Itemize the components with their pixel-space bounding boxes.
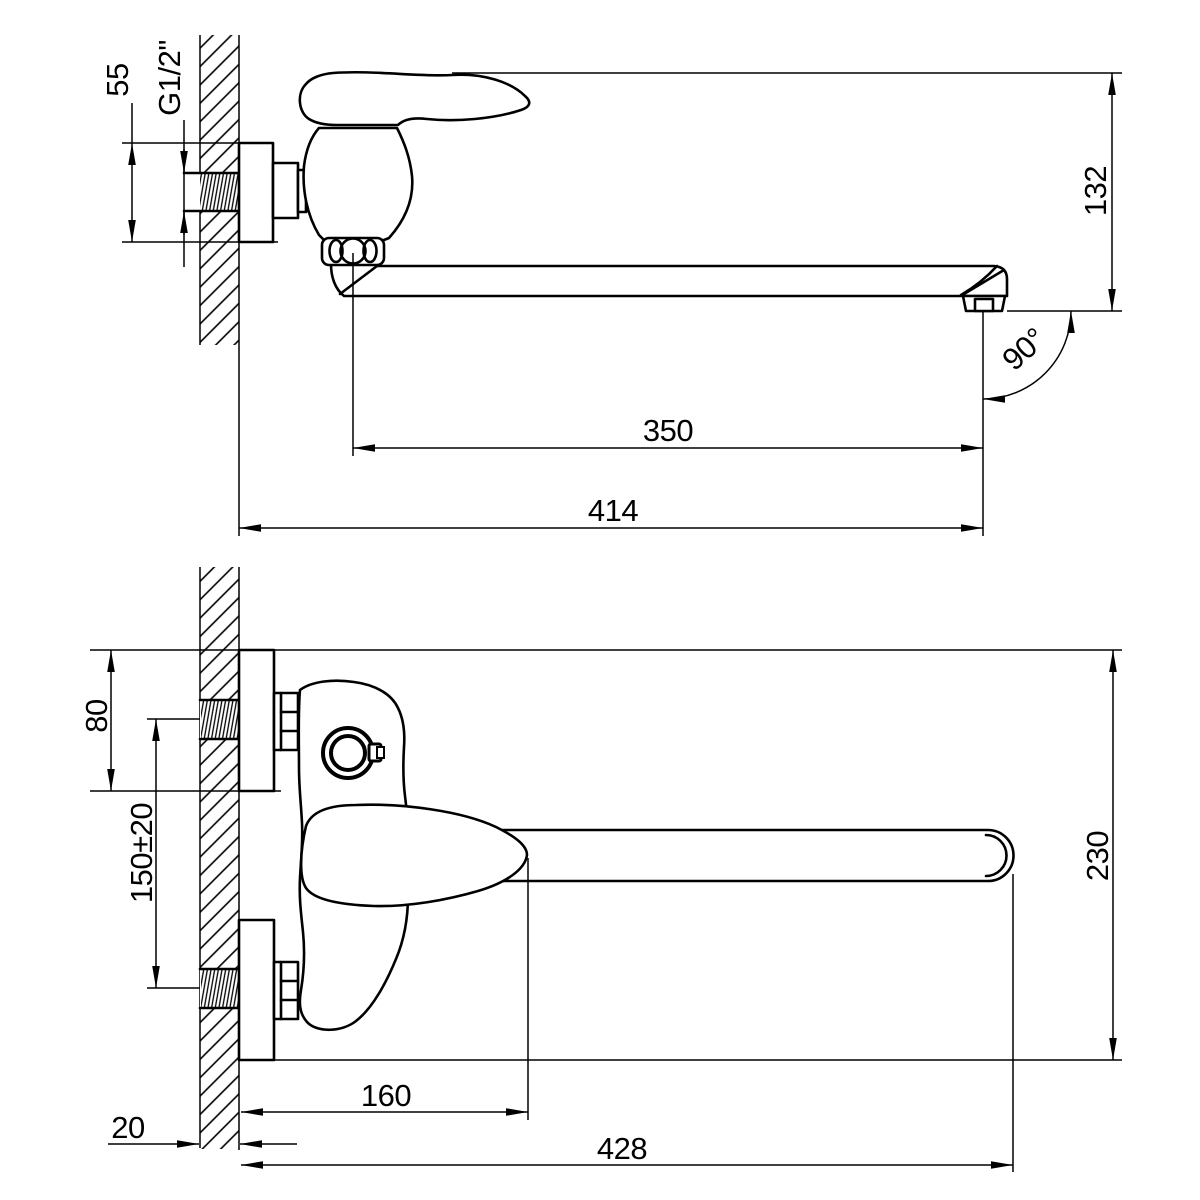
dim-230-label: 230 (1080, 831, 1115, 881)
supply-pipe-thread-top (198, 698, 241, 741)
spout-nut-facet-left (328, 238, 344, 264)
connection-nut-top (272, 691, 300, 752)
swivel-spout-front (490, 828, 1015, 883)
front-view: 80 150±20 230 160 428 20 (79, 567, 1122, 1172)
lever-handle-front (299, 803, 529, 908)
connector-nut (271, 161, 300, 220)
wall-hatch-front (200, 567, 239, 1149)
spout-joint-diagonal (338, 264, 379, 296)
dim-80-label: 80 (79, 699, 114, 733)
side-view: 90° 55 G1/2" 132 350 414 (100, 35, 1122, 536)
diverter-ring (321, 726, 385, 780)
faucet-body-side (302, 126, 414, 242)
aerator-outlet (973, 297, 995, 313)
dim-20-label: 20 (111, 1110, 145, 1145)
dim-414-label: 414 (588, 493, 638, 528)
spout-nut-facet-right (362, 238, 378, 264)
dim-55-label: 55 (100, 63, 135, 96)
dim-thread-label: G1/2" (152, 40, 187, 116)
mounting-body (237, 141, 275, 244)
swivel-spout-side (329, 262, 1009, 298)
lever-handle-side (298, 70, 531, 127)
swivel-angle-arc (982, 310, 1075, 403)
spout-tip-edge-lower (962, 268, 1006, 296)
angle-label: 90° (995, 321, 1052, 377)
dim-160-label: 160 (361, 1078, 411, 1113)
dim-150-label: 150±20 (124, 803, 159, 903)
mounting-block-bottom (237, 918, 276, 1062)
supply-pipe-thread (182, 171, 242, 213)
dim-428-label: 428 (597, 1131, 647, 1166)
dim-350-label: 350 (643, 413, 693, 448)
mounting-block-top (237, 648, 276, 793)
spout-cap-seam (984, 833, 1008, 878)
supply-pipe-thread-bottom (198, 967, 241, 1010)
dim-132-label: 132 (1078, 166, 1113, 216)
swivel-spout-front-fill (492, 830, 1014, 881)
connection-nut-bottom (272, 960, 300, 1021)
